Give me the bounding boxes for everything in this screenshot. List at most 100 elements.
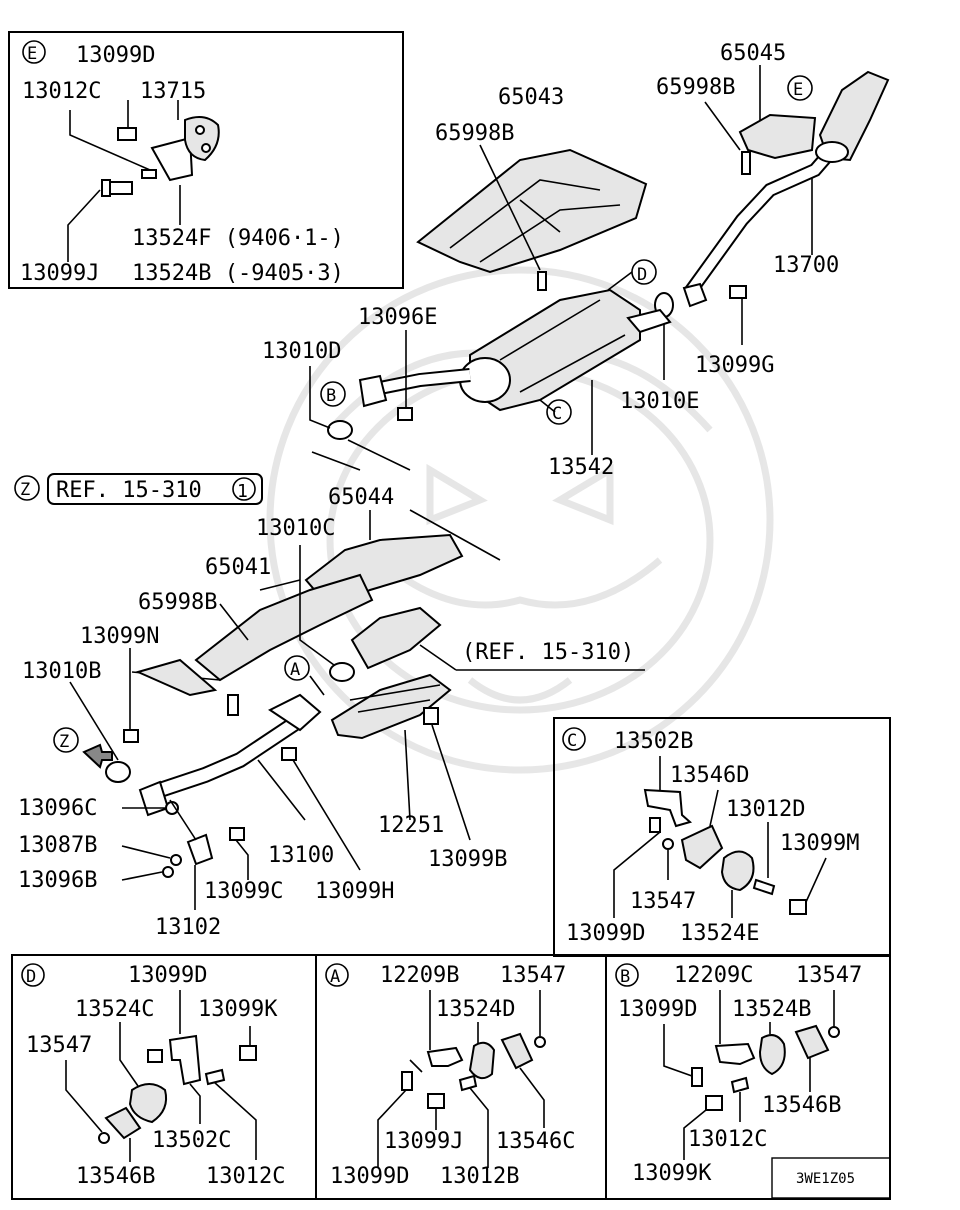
ref-box bbox=[47, 473, 263, 505]
code-box bbox=[771, 1157, 891, 1199]
label-13547: 13547 bbox=[630, 889, 696, 914]
bolt-13099C bbox=[229, 827, 245, 841]
main-diagram: 65043 65998B 65045 65998B 13700 13096E 1… bbox=[14, 41, 890, 940]
inset-d-frame bbox=[11, 954, 317, 1200]
label-13524B: 13524B (-9405·3) bbox=[132, 261, 344, 286]
insulator-13546B-d bbox=[104, 1106, 142, 1140]
washer-13547-b bbox=[828, 1026, 840, 1038]
label-13546D: 13546D bbox=[670, 763, 749, 788]
inset-b-letter: B bbox=[620, 967, 630, 987]
label-13524F: 13524F (9406·1-) bbox=[132, 226, 344, 251]
bolt-13099D-a bbox=[401, 1071, 413, 1091]
label-13524B: 13524B bbox=[732, 997, 811, 1022]
callout-C-letter: C bbox=[552, 404, 562, 424]
inset-e-leaders bbox=[67, 100, 181, 262]
inset-a-marker bbox=[325, 963, 349, 987]
label-13099J: 13099J bbox=[384, 1129, 463, 1154]
bolt-13099K-d bbox=[239, 1045, 257, 1061]
catalytic-converter bbox=[350, 606, 442, 670]
hanger-13524D bbox=[468, 1041, 496, 1080]
label-13542: 13542 bbox=[548, 455, 614, 480]
bracket-13502C bbox=[168, 1034, 202, 1086]
inset-e-frame bbox=[8, 31, 404, 289]
callout-C bbox=[546, 399, 572, 425]
label-13012D: 13012D bbox=[726, 797, 805, 822]
inset-c: C 13502B 13546D 13012D 13099M 13547 1309… bbox=[553, 717, 891, 957]
label-12209B: 12209B bbox=[380, 963, 459, 988]
washer-13547-d bbox=[98, 1132, 110, 1144]
direction-arrow-icon bbox=[82, 743, 113, 769]
inset-a-frame bbox=[315, 954, 607, 1200]
heat-shield-65041 bbox=[194, 573, 374, 682]
label-13099C: 13099C bbox=[204, 879, 283, 904]
ref-z-num: 1 bbox=[237, 481, 248, 502]
label-13099B: 13099B bbox=[428, 847, 507, 872]
label-13010D: 13010D bbox=[262, 339, 341, 364]
pipe-flange bbox=[358, 374, 388, 408]
label-13099M: 13099M bbox=[780, 831, 859, 856]
bracket-13502B bbox=[643, 788, 693, 828]
inset-d-marker bbox=[21, 963, 45, 987]
ref-z-num-circle bbox=[232, 477, 256, 501]
bracket-13102 bbox=[186, 833, 214, 866]
bolt-13099J-a bbox=[427, 1093, 445, 1109]
label-13546B: 13546B bbox=[76, 1164, 155, 1189]
label-13102: 13102 bbox=[155, 915, 221, 940]
nut-13096E bbox=[397, 407, 413, 421]
callout-B-letter: B bbox=[326, 386, 336, 406]
callout-D-letter: D bbox=[637, 265, 647, 285]
bolt-13099G bbox=[729, 285, 747, 299]
inset-d: D 13099D 13524C 13099K 13547 13502C 1354… bbox=[11, 954, 317, 1200]
label-65041: 65041 bbox=[205, 555, 271, 580]
callout-A bbox=[284, 655, 310, 681]
label-13715: 13715 bbox=[140, 79, 206, 104]
gasket-13010B bbox=[105, 761, 131, 783]
bolt-65998B-left bbox=[227, 694, 239, 716]
inset-e-letter: E bbox=[27, 44, 37, 64]
label-65998B-left: 65998B bbox=[138, 590, 217, 615]
inset-c-marker bbox=[562, 727, 586, 751]
heat-shield-65045 bbox=[738, 113, 817, 160]
pin-13012D bbox=[752, 878, 776, 896]
inset-b-frame bbox=[605, 954, 891, 1200]
bolt-13099D-b bbox=[691, 1067, 703, 1087]
label-13010B: 13010B bbox=[22, 659, 101, 684]
label-13524C: 13524C bbox=[75, 997, 154, 1022]
bolt-65998B-top bbox=[537, 271, 547, 291]
label-13700: 13700 bbox=[773, 253, 839, 278]
label-13099K: 13099K bbox=[632, 1161, 712, 1186]
hanger-13524C bbox=[128, 1083, 168, 1124]
bracket-12209B bbox=[426, 1046, 464, 1067]
bolt-13099B bbox=[423, 707, 439, 725]
washer-13547-a bbox=[534, 1036, 546, 1048]
label-13099D: 13099D bbox=[76, 43, 155, 68]
label-13099H: 13099H bbox=[315, 879, 394, 904]
bolt-13099N bbox=[123, 729, 139, 743]
label-13547: 13547 bbox=[796, 963, 862, 988]
label-13099K: 13099K bbox=[198, 997, 278, 1022]
label-13096C: 13096C bbox=[18, 796, 97, 821]
tail-pipe-13700 bbox=[685, 151, 832, 295]
label-13012C: 13012C bbox=[688, 1127, 767, 1152]
bolt-13099D-c bbox=[649, 817, 661, 833]
bracket-part bbox=[150, 136, 194, 182]
callout-Z-arrow-letter: Z bbox=[59, 732, 69, 752]
label-13524D: 13524D bbox=[436, 997, 515, 1022]
label-12251: 12251 bbox=[378, 813, 444, 838]
label-13010E: 13010E bbox=[620, 389, 699, 414]
callout-Z-ref bbox=[14, 475, 40, 501]
hanger-13524B-b bbox=[758, 1034, 786, 1076]
label-13012B: 13012B bbox=[440, 1164, 519, 1189]
label-13099N: 13099N bbox=[80, 624, 159, 649]
bolt-part bbox=[117, 127, 137, 141]
center-pipe bbox=[379, 370, 471, 393]
label-13547: 13547 bbox=[500, 963, 566, 988]
label-13100: 13100 bbox=[268, 843, 334, 868]
ref-catalyst-leader bbox=[419, 644, 645, 671]
hanger-13524E bbox=[720, 850, 755, 892]
callout-E-letter: E bbox=[793, 80, 803, 100]
label-65998B-right: 65998B bbox=[656, 75, 735, 100]
bolt-65998B-right bbox=[741, 151, 751, 175]
front-pipe-13100 bbox=[158, 715, 304, 796]
